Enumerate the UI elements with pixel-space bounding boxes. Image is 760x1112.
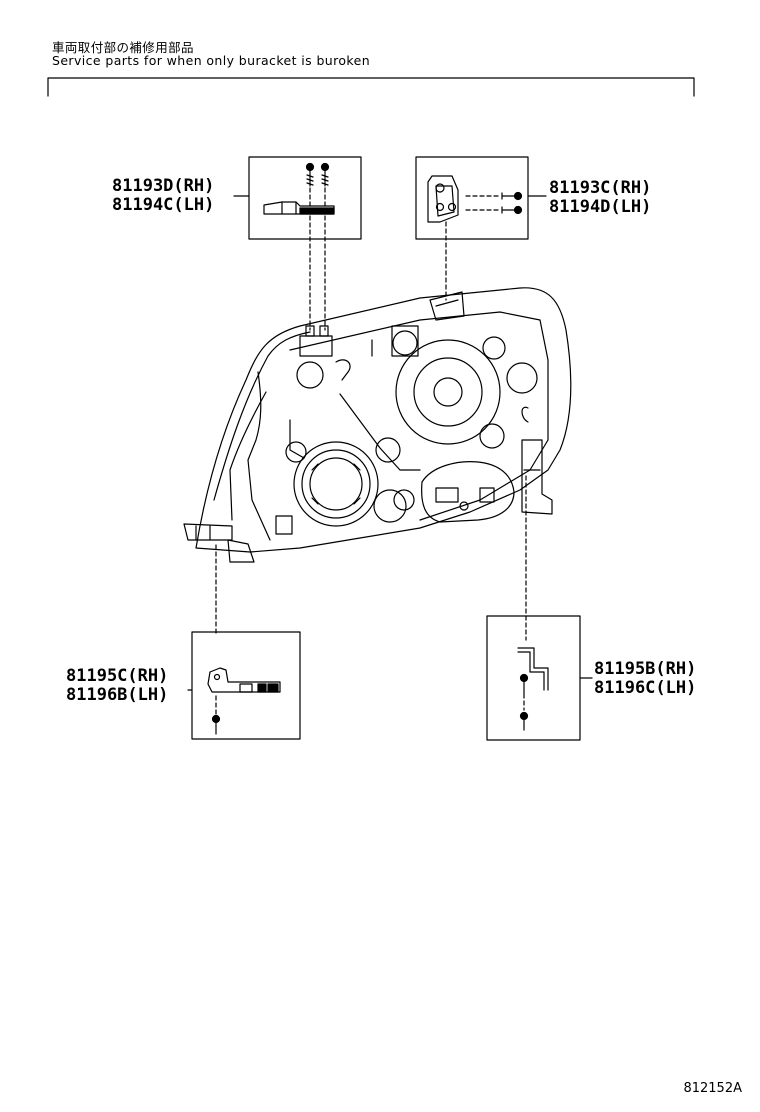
part-number-label: 81194C(LH) (112, 195, 215, 215)
part-number-label: 81193C(RH) (549, 178, 652, 198)
screw-icon (501, 205, 523, 215)
part-number-label: 81195C(RH) (66, 666, 169, 686)
headlamp-assembly (183, 287, 572, 563)
header-rule (47, 77, 695, 97)
bracket-part-icon (263, 201, 335, 215)
header-japanese: 車両取付部の補修用部品 (52, 40, 194, 55)
figure-code: 812152A (683, 1081, 742, 1096)
screw-icon (519, 711, 529, 731)
part-number-label: 81196C(LH) (594, 678, 697, 698)
part-number-label: 81194D(LH) (549, 197, 652, 217)
callout-bottom-right: 81195B(RH) 81196C(LH) (594, 660, 696, 698)
screw-icon (305, 162, 315, 187)
screw-icon (519, 673, 529, 695)
bracket-part-icon (207, 667, 281, 693)
part-number-label: 81196B(LH) (66, 685, 169, 705)
bracket-part-icon (517, 647, 549, 691)
callout-bottom-left: 81195C(RH) 81196B(LH) (66, 667, 168, 705)
screw-icon (211, 714, 221, 735)
detail-box-top-right (415, 156, 547, 301)
screw-icon (320, 162, 330, 187)
callout-top-left: 81193D(RH) 81194C(LH) (112, 177, 214, 215)
detail-box-bottom-right (486, 615, 593, 741)
callout-top-right: 81193C(RH) 81194D(LH) (549, 179, 651, 217)
detail-box-top-left (233, 156, 362, 331)
bracket-part-icon (427, 175, 459, 223)
detail-box-bottom-left (187, 631, 301, 740)
part-number-label: 81195B(RH) (594, 659, 697, 679)
part-number-label: 81193D(RH) (112, 176, 215, 196)
screw-icon (501, 191, 523, 201)
header-english: Service parts for when only buracket is … (52, 53, 371, 68)
